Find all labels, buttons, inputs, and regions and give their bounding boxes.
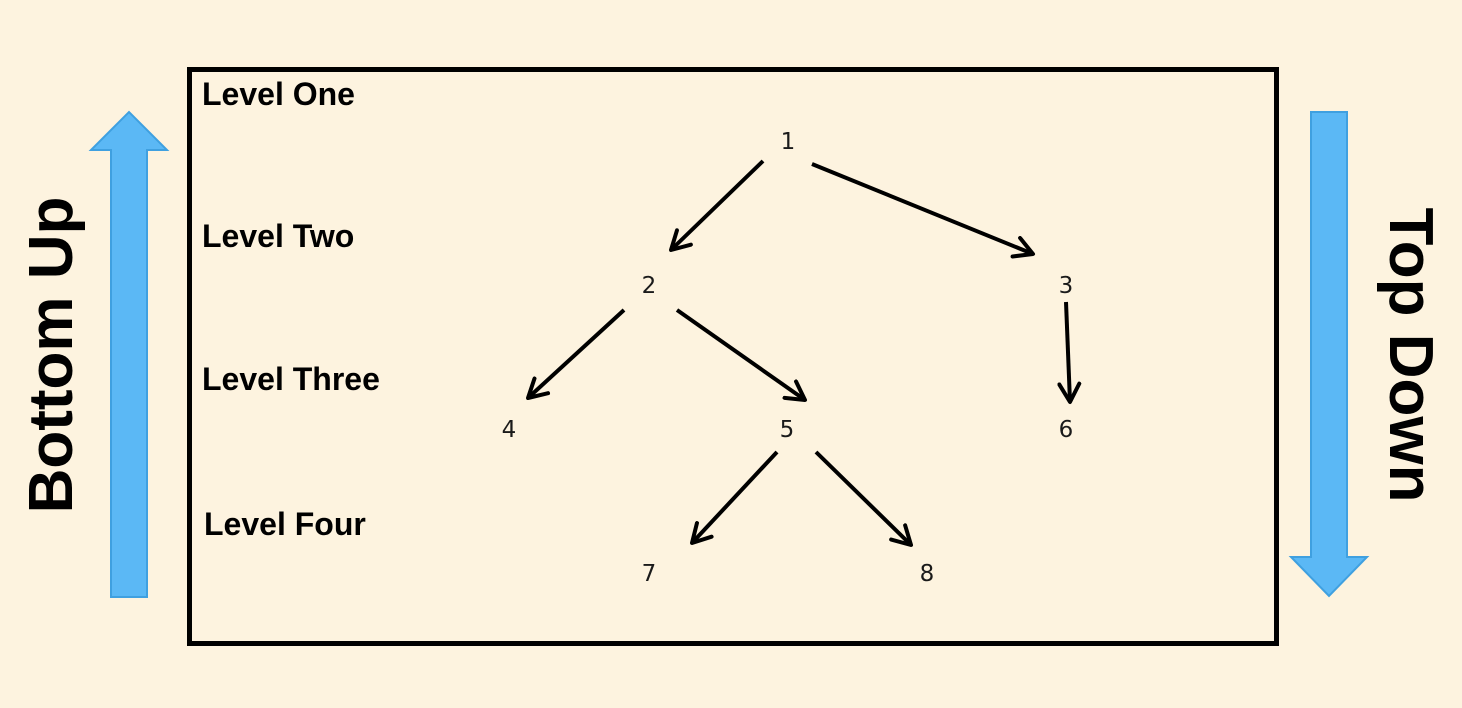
diagram-frame — [187, 67, 1279, 646]
level-two-label: Level Two — [202, 218, 355, 254]
edge-2-4 — [526, 308, 626, 400]
bottom-up-arrow — [88, 110, 170, 598]
edge-1-2 — [669, 159, 765, 252]
tree-node-4: 4 — [501, 417, 517, 443]
level-one-label: Level One — [202, 76, 355, 112]
edge-5-7 — [690, 450, 779, 545]
edge-2-5 — [675, 308, 807, 402]
level-four-label: Level Four — [204, 506, 366, 542]
top-down-arrow — [1288, 111, 1370, 598]
edge-1-3 — [811, 162, 1035, 259]
tree-node-1: 1 — [780, 129, 796, 155]
edge-3-6 — [1057, 301, 1082, 404]
tree-node-5: 5 — [779, 417, 795, 443]
tree-node-8: 8 — [919, 561, 935, 587]
tree-node-7: 7 — [641, 561, 657, 587]
tree-node-6: 6 — [1058, 417, 1074, 443]
tree-node-3: 3 — [1058, 273, 1074, 299]
edge-5-8 — [814, 450, 913, 547]
level-three-label: Level Three — [202, 361, 380, 397]
tree-node-2: 2 — [641, 273, 657, 299]
